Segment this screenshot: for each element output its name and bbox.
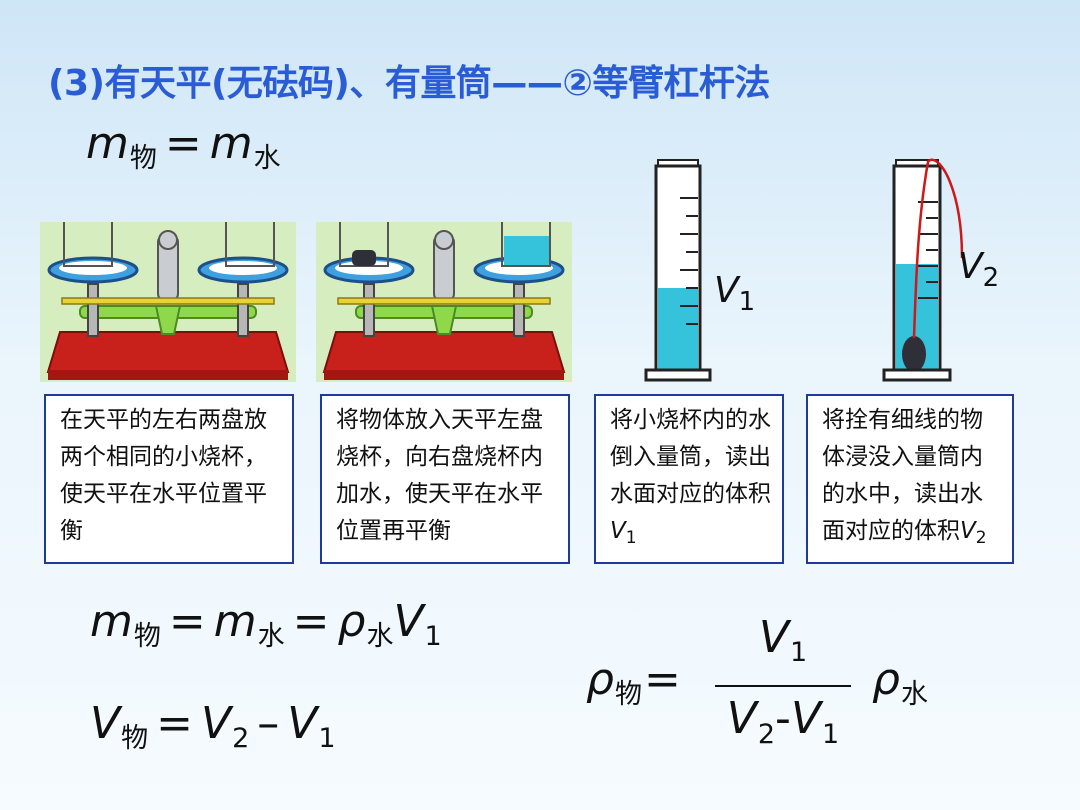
measuring-cylinder-v2 [882,158,964,382]
caption-step-1: 在天平的左右两盘放两个相同的小烧杯，使天平在水平位置平衡 [44,394,294,564]
fraction-denominator: V2-V1 [726,693,840,750]
measuring-cylinder-v1 [644,159,712,382]
formula-mass-equal: m物=m水 [86,118,281,175]
fraction-numerator: V1 [758,612,808,669]
formula-density-rhs: ρ水 [872,654,928,711]
slide-title: (3)有天平(无砝码)、有量筒——②等臂杠杆法 [48,63,770,104]
caption-step-2: 将物体放入天平左盘烧杯，向右盘烧杯内加水，使天平在水平位置再平衡 [320,394,570,564]
balance-drawing [46,222,290,380]
density-fraction: V1 V2-V1 [715,612,851,761]
balance-image-empty [40,222,296,382]
balance-image-object-water [316,222,572,382]
balance-drawing [322,222,566,380]
formula-mass-water-volume: m物=m水=ρ水V1 [90,596,442,653]
label-v2: V2 [958,246,1000,293]
formula-density-lhs: ρ物= [586,654,681,711]
caption-step-3: 将小烧杯内的水倒入量筒，读出水面对应的体积V1 [594,394,784,564]
formula-volume-object: V物=V2–V1 [90,698,336,755]
caption-step-4: 将拴有细线的物体浸没入量筒内的水中，读出水面对应的体积V2 [806,394,1014,564]
fraction-bar [715,685,851,688]
label-v1: V1 [714,270,756,317]
